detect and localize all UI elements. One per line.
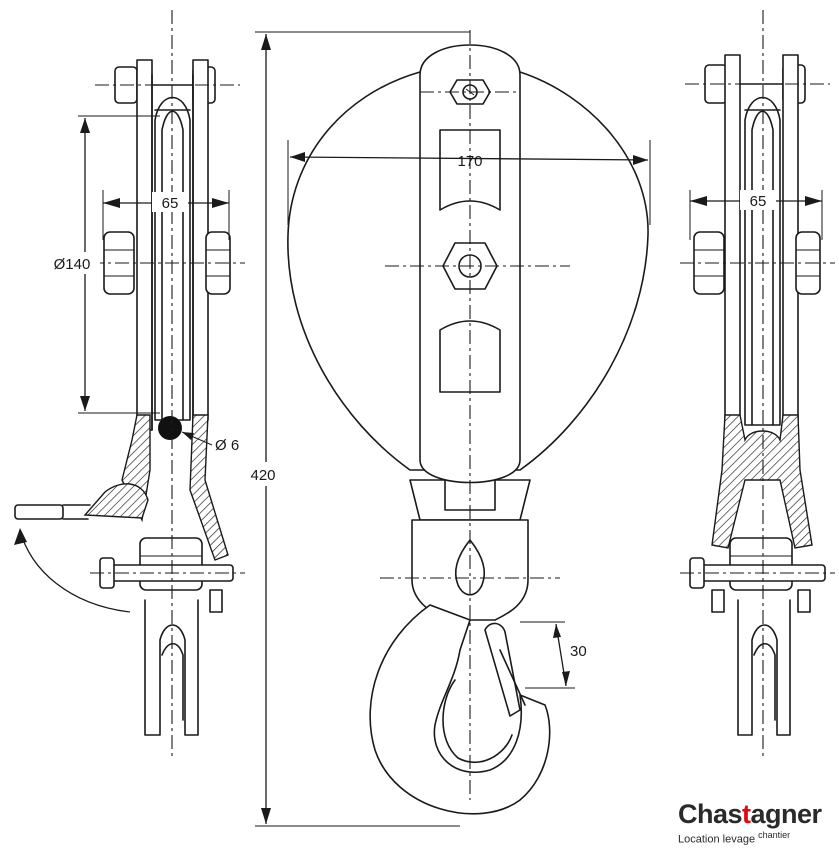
dimension-width-170: 170 <box>287 140 651 225</box>
left-gate-tip <box>14 504 64 520</box>
right-yoke-hatched-a <box>711 414 813 549</box>
logo-tagline-left: Location levage <box>678 833 756 846</box>
strap-recess-upper <box>439 129 501 211</box>
dimension-side-width-left: 65 <box>102 190 230 240</box>
dimension-rope-diameter: Ø 6 <box>181 431 239 454</box>
gate-swing-arrow <box>19 529 131 613</box>
dimension-hook-opening-30: 30 <box>520 621 587 689</box>
left-sheave <box>151 74 194 431</box>
label-side-width-right: 65 <box>750 193 767 210</box>
side-view-left <box>14 10 245 760</box>
left-swivel-nut <box>139 537 203 591</box>
left-yoke-hatched-b <box>189 414 229 561</box>
logo-brand: Chastagner <box>678 799 822 829</box>
label-rope-diameter: Ø 6 <box>215 437 239 454</box>
brand-logo: Chastagner Location levage chantier <box>678 800 836 846</box>
label-sheave-diameter: Ø140 <box>54 256 91 273</box>
label-hook-opening-30: 30 <box>570 643 587 660</box>
right-swivel-nut <box>729 537 793 591</box>
left-gate-arm <box>83 483 149 519</box>
logo-tagline-right: chantier <box>758 830 791 840</box>
strap-recess-lower <box>439 320 501 393</box>
label-side-width-left: 65 <box>162 195 179 212</box>
right-side-plate-a <box>724 54 741 421</box>
rope-section <box>158 416 182 440</box>
front-view <box>287 30 649 815</box>
hook-throat <box>442 679 513 764</box>
logo-tagline: Location levage chantier <box>678 828 836 847</box>
right-lower-shackle <box>737 599 791 736</box>
dimension-height-420: 420 <box>246 31 470 827</box>
safety-latch <box>484 622 521 717</box>
shank-eye <box>454 539 486 596</box>
hook-body <box>369 604 551 815</box>
dimension-side-width-right: 65 <box>689 190 823 240</box>
hook-shank <box>411 519 529 621</box>
label-width-170: 170 <box>457 153 482 170</box>
side-view-right <box>680 10 835 760</box>
label-height-420: 420 <box>250 467 275 484</box>
dimension-sheave-diameter: Ø140 <box>44 115 160 414</box>
left-lower-shackle <box>144 599 199 736</box>
